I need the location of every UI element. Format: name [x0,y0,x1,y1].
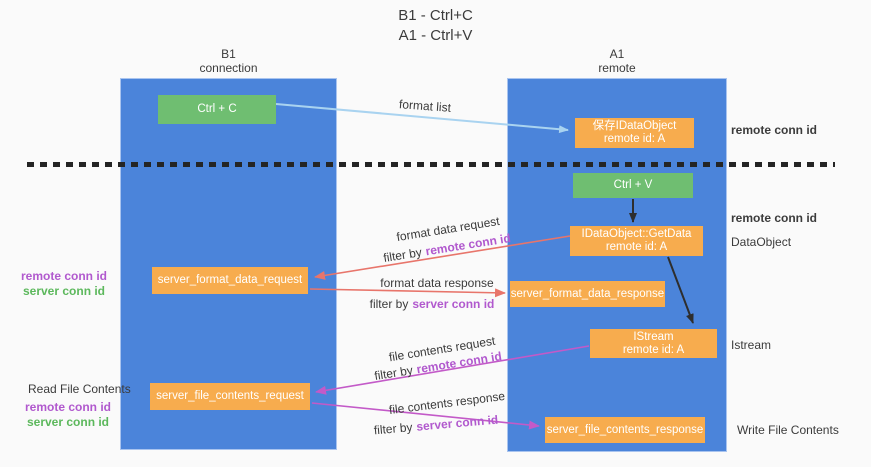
save-idataobject-line1: 保存IDataObject [592,120,677,132]
istream-annotation: Istream [731,338,772,352]
dataobject-annotation: DataObject [731,235,792,249]
filter-by-text: filter by [373,363,414,383]
ctrl-v-label: Ctrl + V [613,179,653,191]
getdata-line2: remote id: A [605,241,668,253]
server-format-data-request-box: server_format_data_request [152,267,308,294]
istream-line1: IStream [633,330,674,343]
title-line-1: B1 - Ctrl+C [398,7,473,24]
lane-a1-name: A1 [609,47,625,61]
istream-line2: remote id: A [622,343,685,356]
lane-header-a1: A1 remote [507,47,727,75]
server-conn-id-text: server conn id [415,412,499,434]
format-list-label: format list [398,97,452,115]
remote-conn-id-annotation-left-2: remote conn id [24,400,111,414]
lane-header-b1: B1 connection [120,47,337,75]
save-idataobject-line2: remote id: A [603,133,666,145]
diagram-title: B1 - Ctrl+C A1 - Ctrl+V [0,6,871,46]
filter-by-text: filter by [382,245,423,265]
lane-a1-subtitle: remote [598,61,636,75]
remote-conn-id-annotation-mid: remote conn id [731,211,818,225]
dashed-separator-line [27,162,835,167]
save-idataobject-box: 保存IDataObject remote id: A [575,118,694,148]
left-conn-id-annotations-top: remote conn id server conn id [14,269,114,299]
server-conn-id-text: server conn id [412,297,495,311]
filter-by-text: filter by [373,420,414,438]
server-file-contents-response-label: server_file_contents_response [546,423,704,436]
remote-conn-id-annotation-left-1: remote conn id [20,269,107,283]
server-conn-id-annotation-left-2: server conn id [26,415,110,429]
server-file-contents-request-box: server_file_contents_request [150,383,310,410]
filter-by-text: filter by [369,297,409,311]
lane-b1-name: B1 [221,47,236,61]
server-file-contents-response-box: server_file_contents_response [545,417,705,443]
lane-b1-subtitle: connection [199,61,258,75]
ctrl-c-box: Ctrl + C [158,95,276,124]
server-format-data-response-label: server_format_data_response [510,287,665,300]
format-data-response-label: format data response [380,276,494,290]
ctrl-v-box: Ctrl + V [573,173,693,198]
idataobject-getdata-box: IDataObject::GetData remote id: A [570,226,703,256]
ctrl-c-label: Ctrl + C [197,103,237,115]
server-format-data-response-box: server_format_data_response [510,281,665,307]
left-conn-id-annotations-bottom: remote conn id server conn id [18,400,118,430]
istream-box: IStream remote id: A [590,329,717,358]
server-conn-id-annotation-left-1: server conn id [22,284,106,298]
write-file-contents-annotation: Write File Contents [737,423,839,437]
server-format-data-request-label: server_format_data_request [157,274,303,286]
getdata-line1: IDataObject::GetData [581,228,692,240]
title-line-2: A1 - Ctrl+V [398,27,473,44]
remote-conn-id-annotation-top: remote conn id [731,123,818,137]
server-file-contents-request-label: server_file_contents_request [156,390,304,402]
read-file-contents-annotation: Read File Contents [28,382,131,396]
